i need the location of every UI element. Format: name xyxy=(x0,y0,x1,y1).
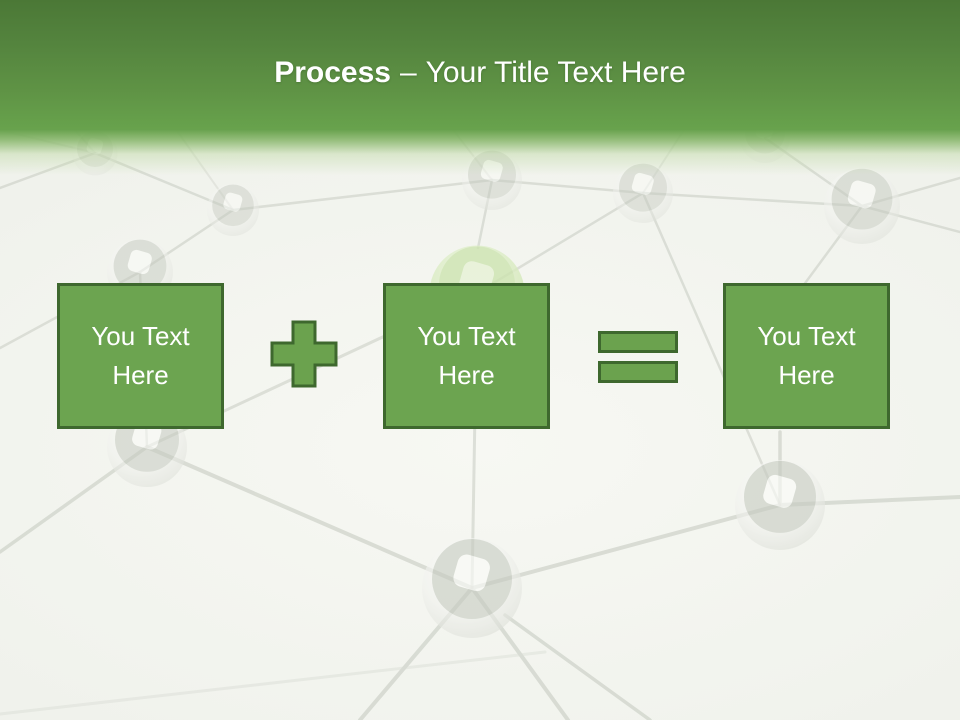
equals-bottom-bar xyxy=(598,361,678,383)
text-placeholder-box-3[interactable]: You Text Here xyxy=(723,283,890,429)
slide-title-separator: – xyxy=(399,56,417,89)
equals-icon[interactable] xyxy=(598,331,678,383)
text-placeholder-box-2[interactable]: You Text Here xyxy=(383,283,550,429)
slide-title-rest: Your Title Text Here xyxy=(425,56,686,89)
equals-top-bar xyxy=(598,331,678,353)
text-placeholder-label: You Text Here xyxy=(417,321,516,390)
slide-title-emphasis: Process xyxy=(274,56,391,89)
text-placeholder-label: You Text Here xyxy=(757,321,856,390)
text-placeholder-label: You Text Here xyxy=(91,321,190,390)
plus-icon[interactable] xyxy=(269,319,339,389)
title-bar: Process–Your Title Text Here xyxy=(0,0,960,175)
slide-title[interactable]: Process–Your Title Text Here xyxy=(274,55,686,91)
text-placeholder-box-1[interactable]: You Text Here xyxy=(57,283,224,429)
